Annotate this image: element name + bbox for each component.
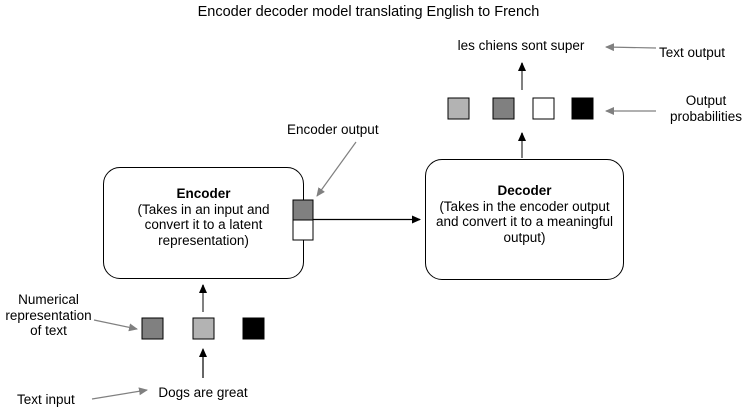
output-probabilities-label: Output probabilities (669, 93, 743, 124)
arrow-label-encoder-output (316, 141, 357, 197)
input-repr-square-3 (242, 317, 265, 340)
encoder-box: Encoder (Takes in an input and convert i… (103, 167, 304, 279)
encoder-description: (Takes in an input and convert it to a l… (137, 201, 270, 248)
output-prob-square-3 (532, 97, 555, 120)
encoder-output-label: Encoder output (287, 122, 379, 137)
output-prob-square-2 (492, 97, 515, 120)
arrow-label-text-input (91, 387, 148, 400)
arrow-label-text-output (605, 43, 657, 52)
decoder-heading: Decoder (497, 183, 552, 198)
input-repr-square-2 (192, 317, 215, 340)
numerical-representation-label: Numerical representation of text (5, 292, 92, 338)
arrow-label-numerical-representation (93, 319, 138, 332)
decoder-box: Decoder (Takes in the encoder output and… (425, 159, 624, 280)
diagram-title: Encoder decoder model translating Englis… (197, 4, 540, 20)
output-prob-square-4 (571, 97, 594, 120)
decoder-description: (Takes in the encoder output and convert… (435, 198, 614, 245)
input-repr-square-1 (141, 317, 164, 340)
encoder-heading: Encoder (176, 186, 231, 201)
output-prob-square-1 (447, 97, 470, 120)
text-input-label: Text input (17, 392, 75, 407)
input-sentence-text: Dogs are great (158, 385, 248, 400)
text-output-label: Text output (659, 45, 726, 60)
translated-output-text: les chiens sont super (457, 38, 585, 53)
